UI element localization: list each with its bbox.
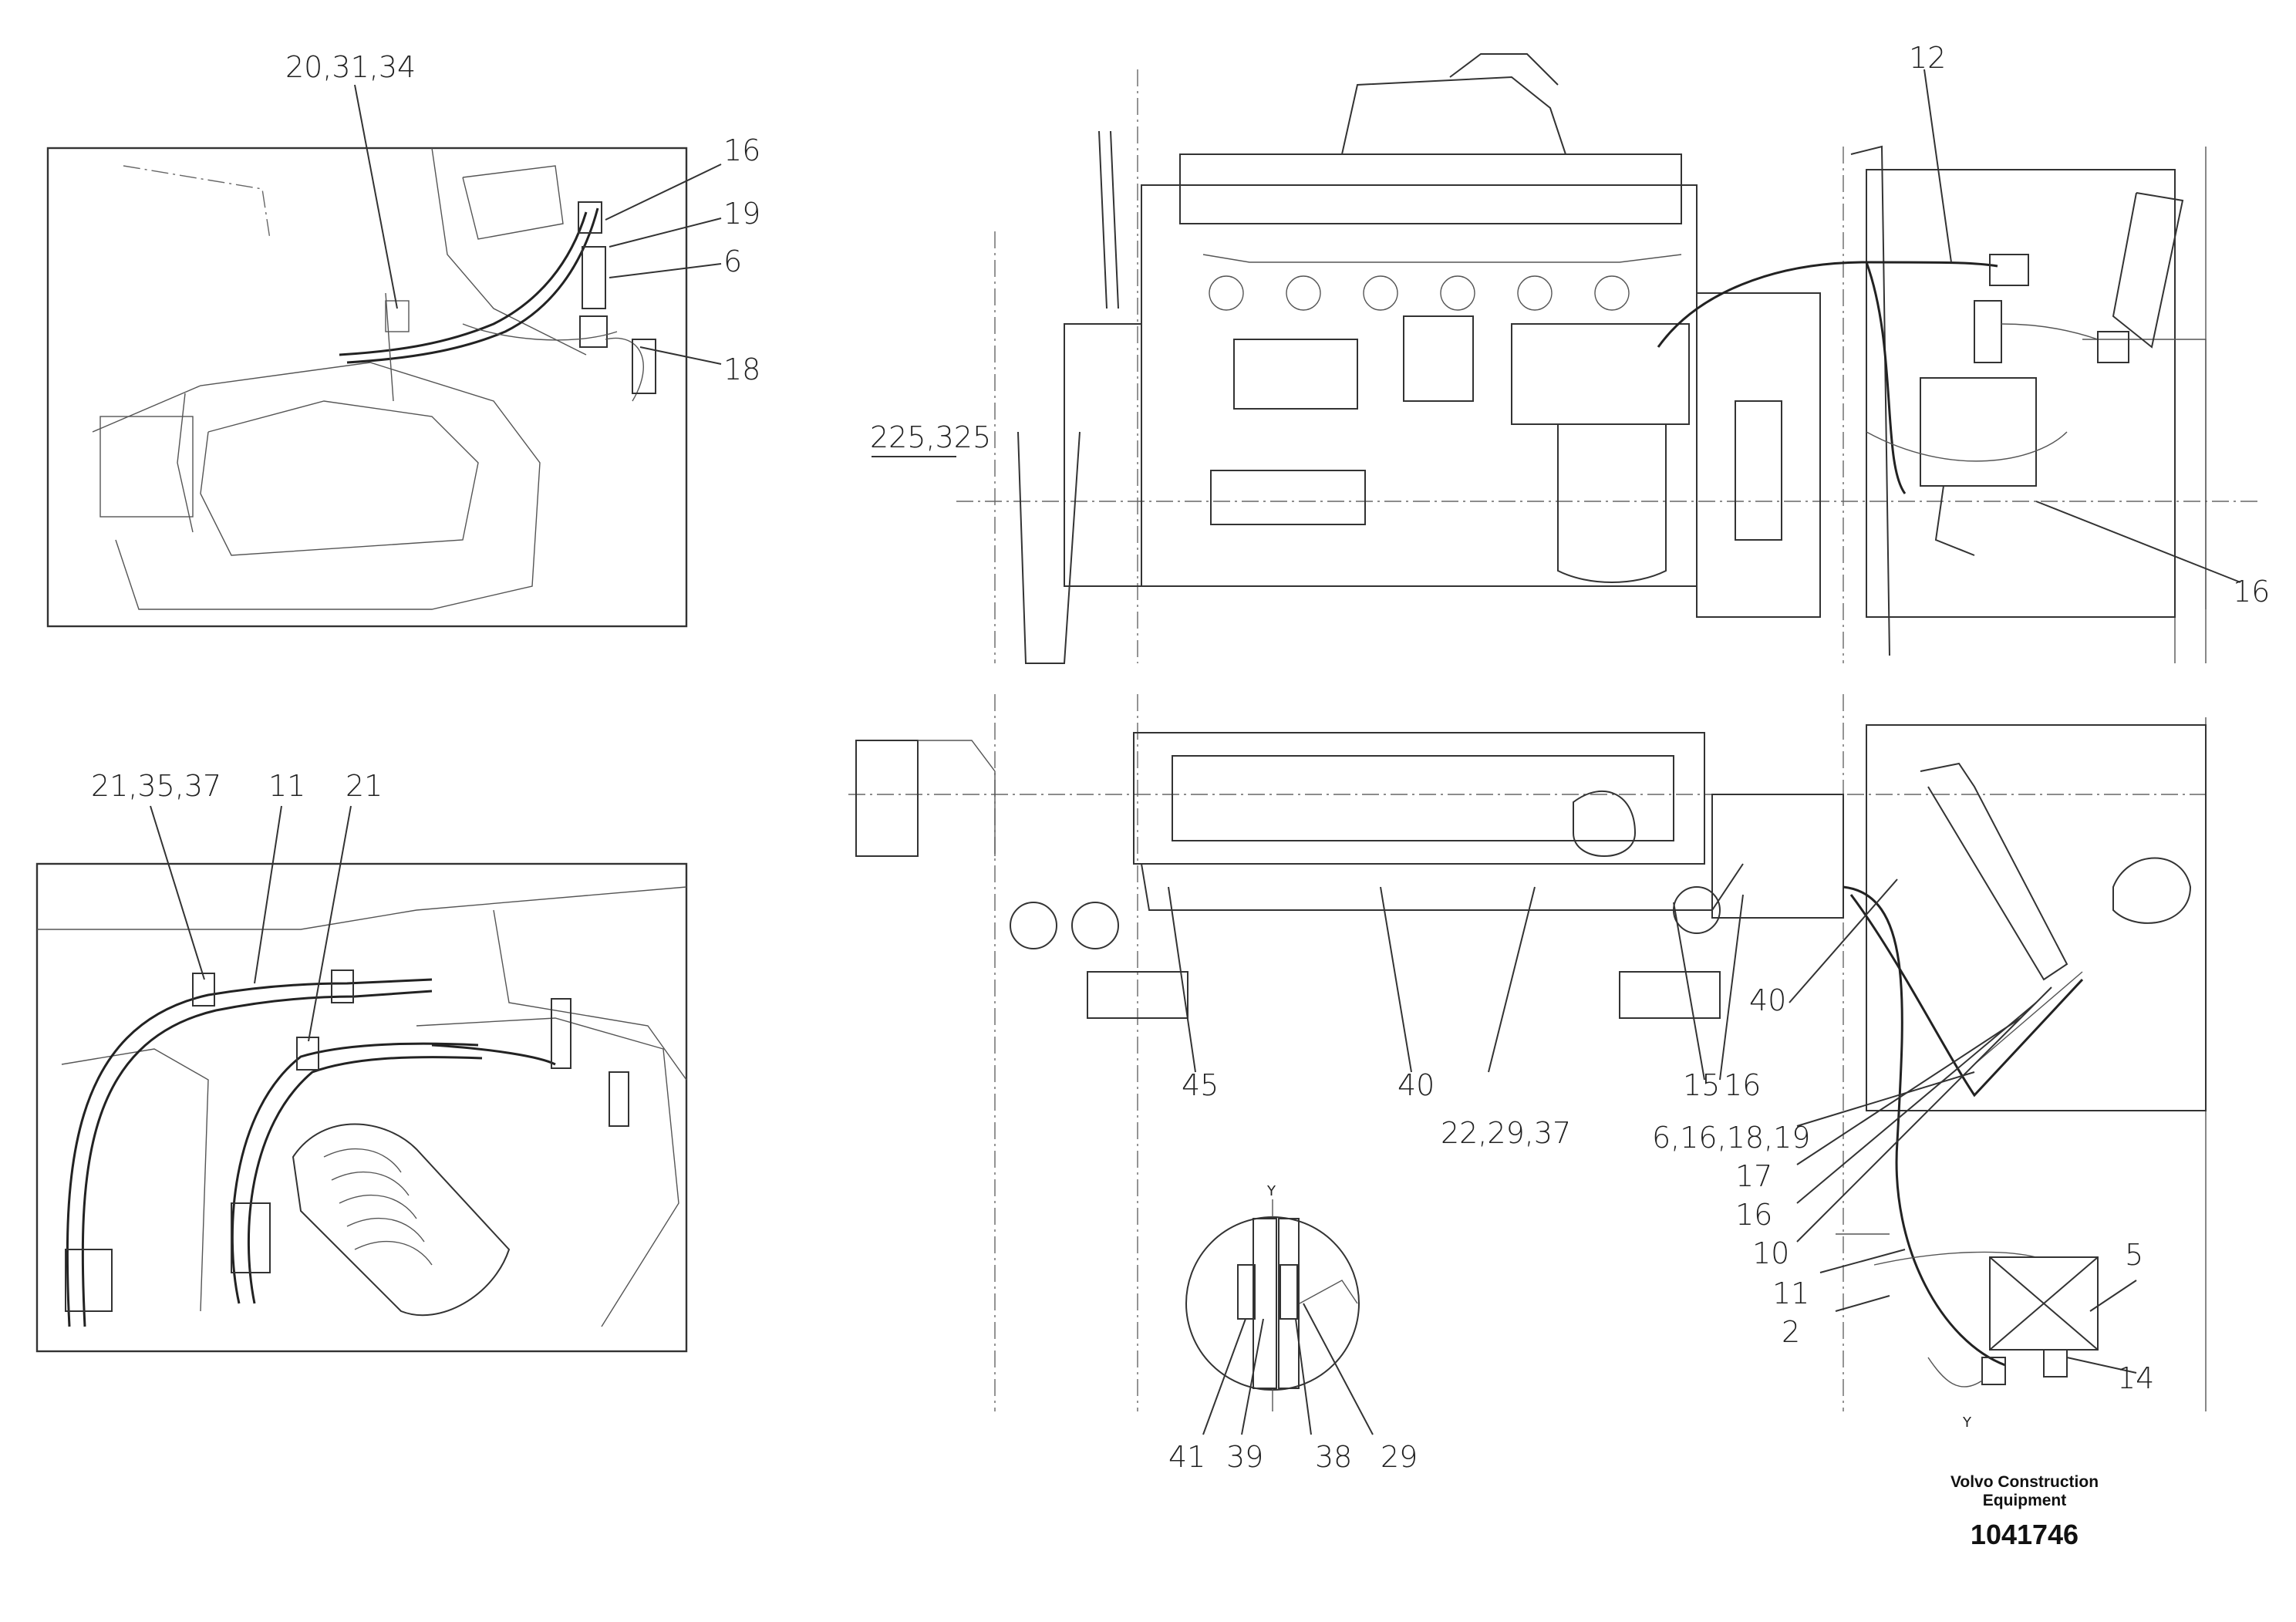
label-15: 15 xyxy=(1683,1068,1720,1102)
label-14: 14 xyxy=(2117,1361,2154,1395)
label-21-35-37: 21,35,37 xyxy=(91,769,221,803)
brand-line-2: Equipment xyxy=(1983,1492,2067,1509)
inset-top-left-frame xyxy=(46,147,688,628)
label-40: 40 xyxy=(1397,1068,1435,1102)
label-6-inset: 6 xyxy=(723,244,742,278)
label-16-lower: 16 xyxy=(1724,1068,1761,1102)
label-39: 39 xyxy=(1226,1440,1263,1474)
label-21-inset: 21 xyxy=(346,769,383,803)
label-y-bottom: Y xyxy=(1962,1415,1972,1431)
label-19-inset: 19 xyxy=(723,197,760,231)
label-10: 10 xyxy=(1752,1236,1789,1270)
label-11-inset: 11 xyxy=(268,769,305,803)
engine-side-view xyxy=(872,53,2260,664)
label-16-lower-b: 16 xyxy=(1735,1198,1772,1232)
label-22-29-37: 22,29,37 xyxy=(1441,1116,1571,1150)
inset-bottom-left xyxy=(35,805,688,1353)
label-40-right: 40 xyxy=(1749,983,1786,1017)
label-12: 12 xyxy=(1909,41,1946,75)
label-45: 45 xyxy=(1182,1068,1219,1102)
label-18-inset: 18 xyxy=(723,352,760,386)
label-38: 38 xyxy=(1315,1440,1352,1474)
detail-circle xyxy=(1185,1216,1360,1391)
engine-top-view xyxy=(848,694,2207,1411)
label-16-inset: 16 xyxy=(723,133,760,167)
label-29: 29 xyxy=(1381,1440,1418,1474)
inset-top-left xyxy=(46,84,722,628)
label-5: 5 xyxy=(2125,1238,2143,1272)
label-225-325: 225,325 xyxy=(870,420,991,454)
label-17: 17 xyxy=(1735,1159,1772,1193)
inset-bottom-left-frame xyxy=(35,862,688,1353)
label-20-31-34: 20,31,34 xyxy=(285,50,416,84)
label-41: 41 xyxy=(1168,1440,1205,1474)
brand-line-1: Volvo Construction xyxy=(1950,1473,2099,1491)
detail-view-y xyxy=(1185,1199,1374,1435)
label-16-top-right: 16 xyxy=(2233,575,2270,609)
document-number: 1041746 xyxy=(1971,1519,2079,1550)
label-y-top: Y xyxy=(1266,1183,1276,1199)
label-2: 2 xyxy=(1782,1315,1800,1349)
label-11-lower: 11 xyxy=(1772,1276,1809,1310)
label-6-16-18-19: 6,16,18,19 xyxy=(1652,1121,1810,1155)
